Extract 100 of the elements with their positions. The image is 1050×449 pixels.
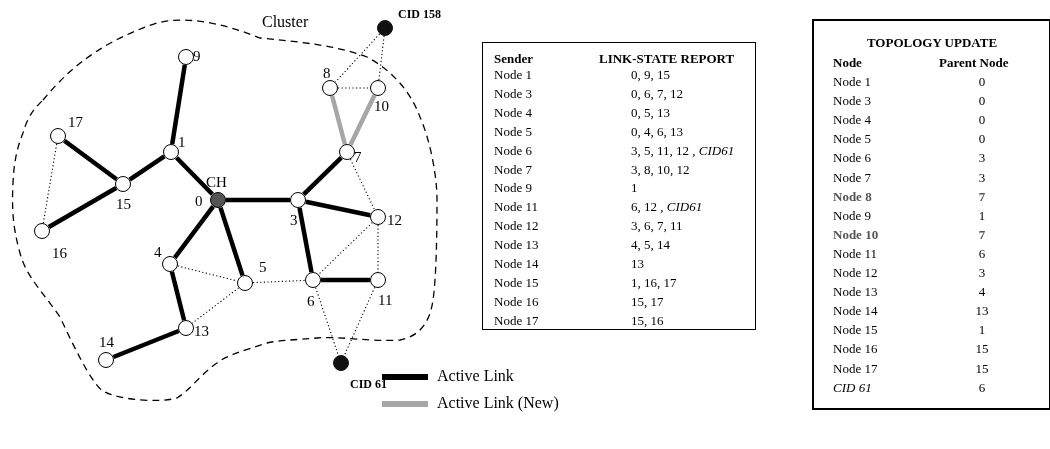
node-name: Node 5 [833,131,871,147]
neighbor-list: 15, 16 [631,312,664,328]
parent-node-value: 0 [978,93,986,109]
node-name: Node 13 [833,284,878,300]
parent-node-value: 7 [978,188,986,204]
active-link-line [47,186,118,229]
node-name: Node 14 [494,256,539,271]
node-name: Node 4 [833,112,871,128]
node-name: CID 61 [833,379,872,395]
parent-node-value: 1 [978,322,986,338]
node-name: Node 5 [494,123,532,139]
neighbor-list: 3, 5, 11, 12 , CID61 [631,142,735,158]
neighbor-list: 3, 6, 7, 11 [631,218,683,234]
link-line [177,265,238,282]
network-node [322,65,338,96]
cluster-title: Cluster [262,14,309,30]
parent-node-value: 13 [975,303,989,319]
active-link-line [169,64,188,145]
node-label: 17 [68,114,83,130]
parent-node-value: 0 [978,112,986,128]
node-label: 14 [99,334,114,350]
link-line [315,287,339,356]
active-link-line [329,95,348,145]
neighbor-list: 0, 4, 6, 13 [631,123,683,139]
node-name: Node 11 [833,245,877,261]
node-label: 3 [290,212,298,228]
node-name: Node 7 [833,169,871,185]
parent-node-value: 0 [978,131,986,147]
neighbor-list: 3, 8, 10, 12 [631,161,690,177]
node-label: 13 [194,323,209,339]
node-label: 15 [116,196,131,212]
node-name: Node 17 [833,360,878,376]
active-link-line [297,207,314,273]
active-link-line [112,328,180,360]
link-line [334,33,381,83]
node-name: Node 1 [833,74,871,89]
column-header: Sender [494,51,533,66]
parent-node-value: 3 [978,265,986,280]
network-node [163,134,188,160]
node-name: Node 6 [833,150,871,166]
link-line [191,287,240,324]
network-node [305,272,321,309]
neighbor-list: 15, 17 [631,293,664,309]
parent-node-value: 6 [978,245,986,261]
node-name: Node 10 [833,226,879,242]
node-name: Node 15 [833,322,878,338]
node-name: Node 13 [494,237,539,253]
link-line [378,35,385,81]
legend-text: Active Link [437,368,514,384]
parent-node-value: 3 [978,150,986,166]
parent-node-value: 1 [978,207,986,223]
link-line [343,286,376,357]
node-name: Node 16 [494,293,539,309]
node-label: 0 [195,193,203,209]
network-node [237,259,269,291]
network-node [178,48,203,65]
parent-node-value: 0 [978,74,986,89]
network-node [34,223,70,261]
link-line [252,279,306,284]
active-link-line [175,156,214,196]
neighbor-list: 13 [631,256,644,271]
node-name: Node 15 [494,274,539,290]
node-name: Node 17 [494,312,539,328]
node-name: Node 6 [494,142,532,158]
node-name: Node 14 [833,303,878,319]
active-link-line [302,156,343,196]
active-link-line [63,139,118,181]
network-node [290,192,306,228]
column-header: Parent Node [939,55,1009,70]
parent-node-value: 15 [975,341,989,357]
column-header: LINK-STATE REPORT [599,51,735,66]
node-label: 4 [154,244,162,260]
network-node [178,320,212,339]
node-name: Node 11 [494,199,538,215]
network-node [115,176,134,212]
active-link-line [348,94,377,146]
network-node [370,80,392,114]
network-node [195,174,230,209]
node-label: 1 [178,134,186,150]
network-node [98,334,117,368]
neighbor-list: 6, 12 , CID61 [631,199,703,215]
parent-node-value: 6 [978,379,986,395]
neighbor-list: 1, 16, 17 [631,274,677,290]
link-line [318,222,373,275]
node-label: 16 [52,245,67,261]
parent-node-value: 7 [978,226,986,242]
node-label: CID 158 [398,6,441,22]
node-label: 5 [259,259,267,275]
column-header: Node [833,55,862,70]
active-link-line [173,205,215,259]
parent-node-value: 4 [978,284,986,300]
active-link-line [226,197,290,203]
link-line [42,143,58,224]
node-name: Node 9 [833,207,871,223]
neighbor-list: 0, 5, 13 [631,104,670,120]
network-node [50,114,86,144]
node-name: Node 9 [494,180,532,196]
node-name: Node 16 [833,341,878,357]
node-name: Node 3 [833,93,871,109]
node-label: 10 [374,98,389,114]
